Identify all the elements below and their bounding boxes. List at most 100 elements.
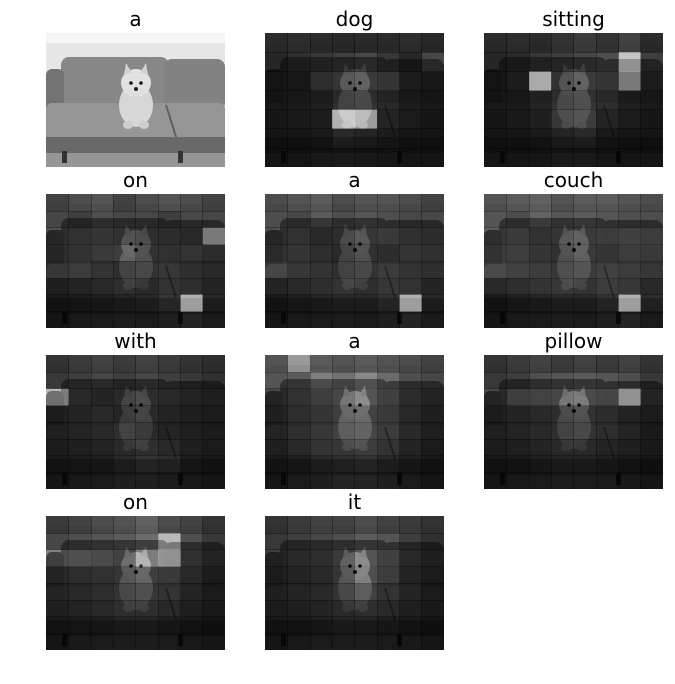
attention-cell bbox=[640, 388, 663, 406]
attention-map bbox=[265, 516, 444, 650]
attention-cell bbox=[376, 455, 400, 473]
attention-cell bbox=[354, 261, 378, 279]
attention-cell bbox=[376, 33, 400, 53]
attention-cell bbox=[309, 516, 333, 534]
attention-cell bbox=[528, 294, 552, 312]
attention-cell bbox=[68, 294, 92, 312]
attention-cell bbox=[640, 227, 663, 245]
attention-cell bbox=[68, 532, 92, 550]
attention-cell bbox=[180, 355, 204, 373]
attention-cell bbox=[309, 194, 333, 212]
attention-cell bbox=[640, 52, 663, 72]
attention-cell bbox=[399, 566, 423, 584]
attention-cell bbox=[399, 371, 423, 389]
attention-cell bbox=[618, 109, 642, 130]
attention-cell bbox=[618, 438, 642, 456]
attention-cell bbox=[113, 277, 137, 295]
attention-cell bbox=[265, 210, 288, 228]
attention-cell bbox=[202, 388, 225, 406]
attention-cell bbox=[202, 599, 225, 617]
attention-cell bbox=[135, 294, 159, 312]
attention-cell bbox=[421, 422, 444, 440]
couch-leg bbox=[62, 151, 67, 163]
panel-word: a bbox=[348, 168, 361, 192]
attention-cell bbox=[618, 52, 642, 72]
attention-cell bbox=[113, 405, 137, 423]
attention-cell bbox=[332, 532, 356, 550]
attention-cell bbox=[332, 388, 356, 406]
attention-cell bbox=[332, 194, 356, 212]
attention-cell bbox=[113, 566, 137, 584]
attention-cell bbox=[640, 210, 663, 228]
attention-cell bbox=[484, 128, 507, 149]
attention-grid bbox=[484, 194, 663, 328]
attention-cell bbox=[354, 516, 378, 534]
attention-cell bbox=[202, 472, 225, 489]
attention-cell bbox=[354, 438, 378, 456]
attention-cell bbox=[265, 277, 288, 295]
attention-cell bbox=[421, 147, 444, 167]
cushion-seam bbox=[165, 104, 179, 144]
attention-cell bbox=[573, 355, 597, 373]
attention-cell bbox=[332, 109, 356, 130]
attention-cell bbox=[157, 388, 181, 406]
dog-nose bbox=[134, 87, 138, 91]
attention-cell bbox=[113, 633, 137, 650]
attention-cell bbox=[640, 371, 663, 389]
attention-cell bbox=[506, 227, 530, 245]
attention-cell bbox=[595, 294, 619, 312]
attention-cell bbox=[287, 90, 311, 111]
attention-cell bbox=[573, 33, 597, 53]
attention-cell bbox=[90, 210, 114, 228]
attention-cell bbox=[506, 33, 530, 53]
attention-cell bbox=[551, 244, 575, 262]
attention-cell bbox=[46, 244, 69, 262]
dog-paw bbox=[577, 121, 587, 129]
attention-cell bbox=[399, 71, 423, 91]
attention-cell bbox=[399, 261, 423, 279]
attention-cell bbox=[135, 277, 159, 295]
attention-cell bbox=[595, 194, 619, 212]
dog-paw bbox=[358, 443, 368, 451]
attention-cell bbox=[618, 227, 642, 245]
attention-cell bbox=[68, 566, 92, 584]
attention-cell bbox=[287, 532, 311, 550]
attention-cell bbox=[332, 516, 356, 534]
attention-cell bbox=[640, 261, 663, 279]
attention-cell bbox=[332, 405, 356, 423]
attention-map bbox=[484, 194, 663, 328]
attention-cell bbox=[287, 294, 311, 312]
attention-cell bbox=[113, 438, 137, 456]
attention-cell bbox=[595, 210, 619, 228]
attention-cell bbox=[287, 388, 311, 406]
attention-cell bbox=[46, 532, 69, 550]
attention-cell bbox=[46, 438, 69, 456]
attention-cell bbox=[135, 422, 159, 440]
attention-cell bbox=[484, 388, 507, 406]
attention-cell bbox=[113, 422, 137, 440]
attention-cell bbox=[90, 438, 114, 456]
attention-cell bbox=[640, 33, 663, 53]
attention-grid bbox=[46, 194, 225, 328]
dog-nose bbox=[353, 87, 357, 91]
attention-cell bbox=[399, 277, 423, 295]
dog-ear bbox=[140, 546, 148, 558]
attention-cell bbox=[90, 311, 114, 328]
attention-cell bbox=[484, 472, 507, 489]
attention-cell bbox=[506, 371, 530, 389]
attention-cell bbox=[354, 422, 378, 440]
attention-cell bbox=[506, 277, 530, 295]
attention-cell bbox=[157, 244, 181, 262]
attention-cell bbox=[399, 128, 423, 149]
attention-cell bbox=[135, 549, 159, 567]
attention-cell bbox=[180, 261, 204, 279]
attention-cell bbox=[528, 109, 552, 130]
attention-cell bbox=[68, 516, 92, 534]
attention-cell bbox=[113, 549, 137, 567]
attention-cell bbox=[399, 210, 423, 228]
attention-cell bbox=[376, 599, 400, 617]
attention-map bbox=[484, 33, 663, 167]
dog-paw bbox=[358, 121, 368, 129]
attention-cell bbox=[640, 438, 663, 456]
attention-cell bbox=[309, 633, 333, 650]
